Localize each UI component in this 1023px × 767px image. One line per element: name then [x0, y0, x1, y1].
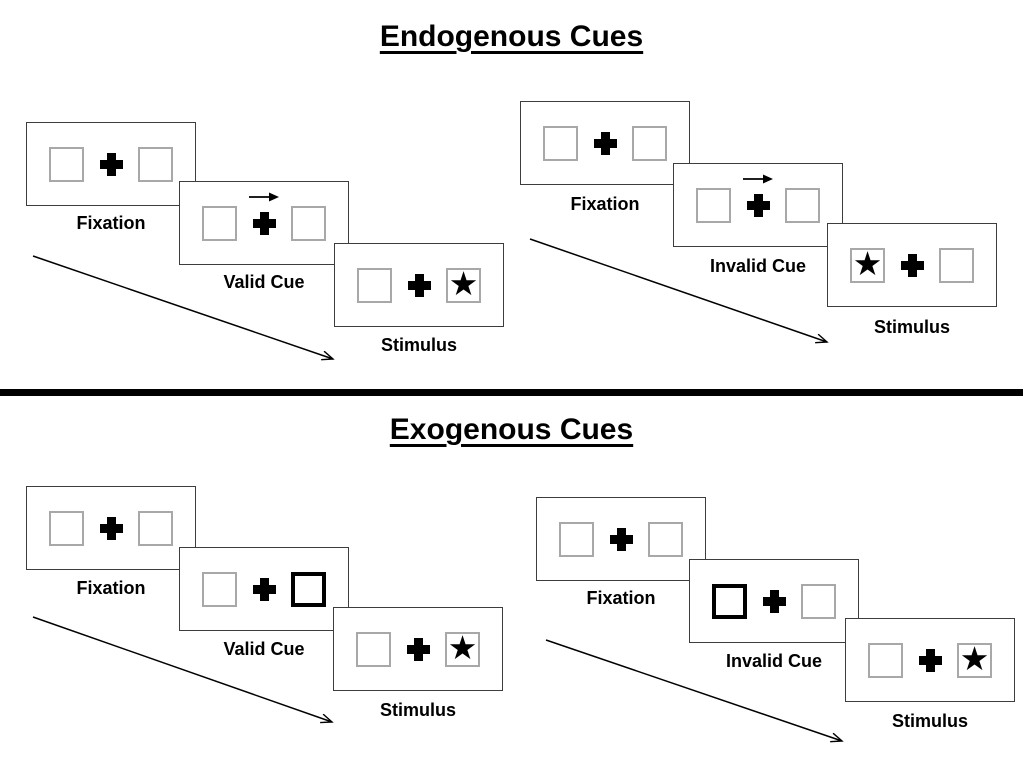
endo-valid-fixation-label: Fixation [76, 213, 146, 233]
endo-valid-stimulus-label: Stimulus [380, 335, 457, 355]
fixation-cross-icon [99, 152, 123, 176]
placeholder-box-right [785, 187, 820, 223]
target-box-right: ★ [445, 628, 480, 667]
placeholder-box-right [801, 583, 836, 619]
target-box-right: ★ [957, 639, 992, 678]
fixation-cross-icon [746, 193, 770, 217]
endo-valid-cue-label: Valid Cue [223, 272, 305, 292]
placeholder-box-right [138, 510, 173, 546]
placeholder-box-left [202, 571, 237, 607]
endo-valid-cue-panel [179, 181, 349, 265]
placeholder-box-right [632, 125, 667, 161]
placeholder-box-left [202, 205, 237, 241]
fixation-cross-icon [609, 527, 633, 551]
placeholder-box-left [559, 521, 594, 557]
placeholder-box-right [648, 521, 683, 557]
star-stimulus-icon: ★ [959, 639, 990, 678]
timeline-arrow-endo-valid [32, 255, 333, 359]
section-title-endogenous: Endogenous Cues [379, 20, 644, 53]
endo-valid-stimulus-panel: ★ [334, 243, 504, 327]
endo-invalid-stimulus-panel: ★ [827, 223, 997, 307]
placeholder-box-left [543, 125, 578, 161]
placeholder-box-left [49, 146, 84, 182]
placeholder-box-right [138, 146, 173, 182]
exo-valid-cue-panel [179, 547, 349, 631]
timeline-arrow-exo-invalid [545, 639, 842, 741]
cue-highlight-box-left [712, 583, 747, 619]
fixation-cross-icon [900, 253, 924, 277]
exo-valid-cue-label: Valid Cue [223, 639, 305, 659]
timeline-arrow-endo-invalid [529, 238, 827, 342]
fixation-cross-icon [406, 637, 430, 661]
section-title-exogenous: Exogenous Cues [389, 413, 634, 446]
fixation-cross-icon [762, 589, 786, 613]
exo-invalid-stimulus-label: Stimulus [891, 711, 968, 731]
section-divider [0, 389, 1023, 396]
timeline-arrow-exo-valid [32, 616, 332, 722]
endo-invalid-cue-label: Invalid Cue [709, 256, 807, 276]
placeholder-box-left [696, 187, 731, 223]
fixation-cross-icon [593, 131, 617, 155]
endo-invalid-fixation-label: Fixation [570, 194, 640, 214]
exo-invalid-cue-panel [689, 559, 859, 643]
star-stimulus-icon: ★ [447, 628, 478, 667]
placeholder-box-left [356, 631, 391, 667]
placeholder-box-left [868, 642, 903, 678]
exo-invalid-stimulus-panel: ★ [845, 618, 1015, 702]
endo-invalid-fixation-panel [520, 101, 690, 185]
placeholder-box-right [291, 205, 326, 241]
target-box-right: ★ [446, 264, 481, 303]
exo-invalid-fixation-label: Fixation [586, 588, 656, 608]
endo-invalid-stimulus-label: Stimulus [873, 317, 950, 337]
fixation-cross-icon [407, 273, 431, 297]
cue-arrow-right-icon [743, 174, 773, 184]
exo-valid-fixation-panel [26, 486, 196, 570]
fixation-cross-icon [99, 516, 123, 540]
exo-valid-stimulus-panel: ★ [333, 607, 503, 691]
fixation-cross-icon [252, 211, 276, 235]
star-stimulus-icon: ★ [852, 244, 883, 283]
target-box-left: ★ [850, 244, 885, 283]
fixation-cross-icon [252, 577, 276, 601]
placeholder-box-right [939, 247, 974, 283]
star-stimulus-icon: ★ [448, 264, 479, 303]
endo-valid-fixation-panel [26, 122, 196, 206]
fixation-cross-icon [918, 648, 942, 672]
endo-invalid-cue-panel [673, 163, 843, 247]
cue-arrow-right-icon [249, 192, 279, 202]
exo-valid-fixation-label: Fixation [76, 578, 146, 598]
placeholder-box-left [357, 267, 392, 303]
exo-invalid-cue-label: Invalid Cue [725, 651, 823, 671]
cue-highlight-box-right [291, 571, 326, 607]
placeholder-box-left [49, 510, 84, 546]
exo-invalid-fixation-panel [536, 497, 706, 581]
exo-valid-stimulus-label: Stimulus [379, 700, 456, 720]
